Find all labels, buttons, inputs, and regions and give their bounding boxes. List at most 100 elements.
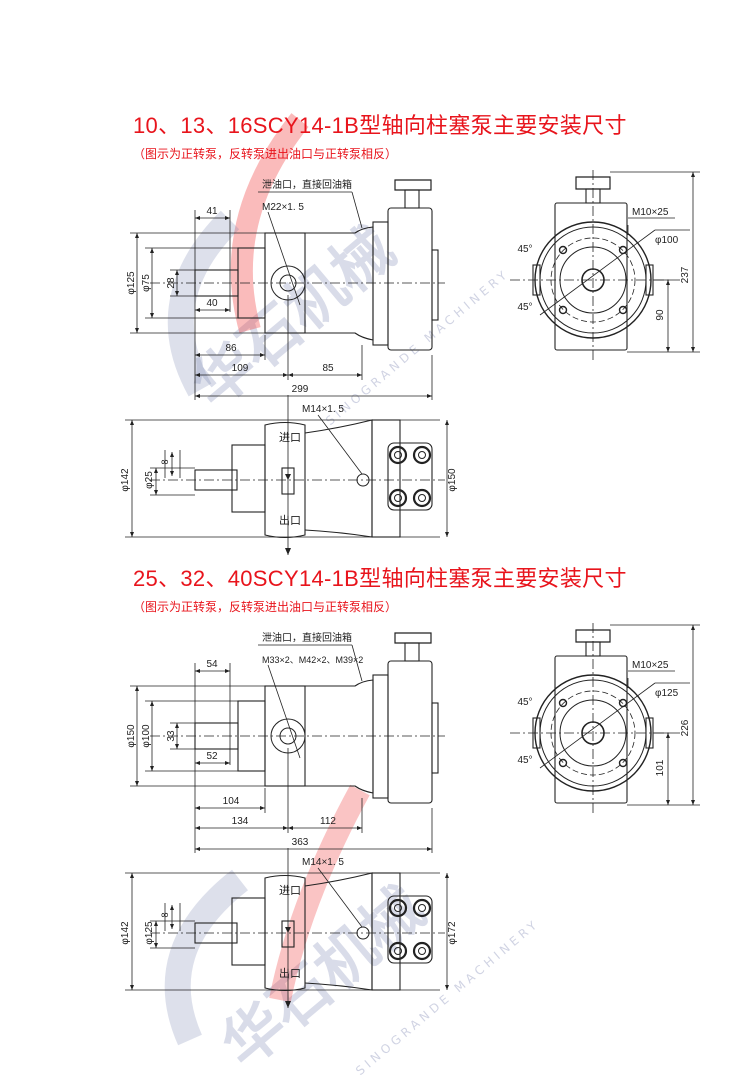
dimension-label: 45° bbox=[517, 302, 532, 313]
section-note: （图示为正转泵，反转泵进出油口与正转泵相反） bbox=[133, 147, 398, 161]
dimension-label: 101 bbox=[655, 759, 666, 776]
dimension-label: M10×25 bbox=[632, 207, 669, 218]
bolt-head-icon bbox=[388, 941, 408, 961]
bolt-head-icon bbox=[418, 947, 426, 955]
valve-block bbox=[387, 442, 433, 511]
dimension-label: 54 bbox=[206, 659, 218, 670]
bolt-head-icon bbox=[412, 941, 432, 961]
dimension-label: φ125 bbox=[655, 688, 679, 699]
bolt-hole-icon bbox=[558, 758, 568, 768]
dimension-label: 85 bbox=[322, 363, 334, 374]
pump-body bbox=[304, 872, 373, 991]
dimension-label: M33×2、M42×2、M39×2 bbox=[262, 655, 363, 665]
bolt-hole-icon bbox=[558, 245, 568, 255]
dimension-label: 45° bbox=[517, 697, 532, 708]
bolt-head-icon bbox=[394, 947, 402, 955]
valve-block bbox=[387, 895, 433, 964]
bolt-head-icon bbox=[412, 488, 432, 508]
pump-body bbox=[305, 679, 374, 794]
dimension-label: 泄油口，直接回油箱 bbox=[262, 631, 352, 644]
bolt-head-icon bbox=[418, 451, 426, 459]
bolt-head-icon bbox=[418, 904, 426, 912]
cover-boss bbox=[431, 249, 439, 321]
dimension-label: 134 bbox=[232, 816, 249, 827]
control-cover bbox=[387, 660, 433, 804]
bolt-head-icon bbox=[388, 445, 408, 465]
dimension-label: 104 bbox=[223, 796, 240, 807]
knob-stem bbox=[404, 189, 420, 209]
dimension-label: φ150 bbox=[126, 724, 137, 748]
bolt-head-icon bbox=[394, 451, 402, 459]
dimension-label: 86 bbox=[225, 343, 237, 354]
dimension-label: 41 bbox=[206, 206, 218, 217]
bolt-head-icon bbox=[412, 898, 432, 918]
dimension-label: M22×1. 5 bbox=[262, 202, 304, 213]
dimension-label: φ172 bbox=[447, 921, 458, 945]
section-title: 10、13、16SCY14-1B型轴向柱塞泵主要安装尺寸 bbox=[133, 113, 627, 138]
dimension-label: 90 bbox=[655, 309, 666, 321]
bolt-head-icon bbox=[388, 488, 408, 508]
dimension-label: 109 bbox=[232, 363, 249, 374]
pump-body bbox=[305, 226, 374, 341]
dimension-label: φ75 bbox=[141, 274, 152, 292]
dimension-label: 28 bbox=[166, 277, 177, 289]
dimension-label: 33 bbox=[166, 730, 177, 742]
flange bbox=[372, 674, 389, 799]
bolt-hole-icon bbox=[558, 305, 568, 315]
bolt-hole-icon bbox=[618, 305, 628, 315]
bolt-hole-icon bbox=[618, 698, 628, 708]
dimension-label: 40 bbox=[206, 298, 218, 309]
pump-body bbox=[304, 419, 373, 538]
end-view: M10×25 φ125 45° 45° 226 101 bbox=[510, 623, 700, 815]
dimension-label: φ100 bbox=[655, 235, 679, 246]
dimension-label: 8 bbox=[160, 912, 170, 917]
dimension-label: φ25 bbox=[144, 471, 155, 489]
dimension-label: 52 bbox=[206, 751, 218, 762]
bolt-head-icon bbox=[394, 494, 402, 502]
dimension-label: 8 bbox=[160, 459, 170, 464]
dimension-label: 进口 bbox=[279, 431, 301, 444]
dimension-label: 299 bbox=[292, 384, 309, 395]
dimension-label: 出口 bbox=[279, 966, 301, 980]
dimension-label: 45° bbox=[517, 755, 532, 766]
knob-icon bbox=[575, 176, 611, 190]
dimension-label: φ142 bbox=[120, 921, 131, 945]
section-title: 25、32、40SCY14-1B型轴向柱塞泵主要安装尺寸 bbox=[133, 566, 627, 591]
bolt-head-icon bbox=[394, 904, 402, 912]
dimension-label: M14×1. 5 bbox=[302, 857, 344, 868]
cover-boss bbox=[431, 702, 439, 774]
dimension-label: 45° bbox=[517, 244, 532, 255]
dimension-label: 237 bbox=[680, 266, 691, 283]
section-small-pump: 10、13、16SCY14-1B型轴向柱塞泵主要安装尺寸 （图示为正转泵，反转泵… bbox=[0, 100, 750, 555]
dimension-label: φ142 bbox=[120, 468, 131, 492]
dimension-label: 112 bbox=[320, 816, 336, 827]
flange bbox=[372, 221, 389, 346]
bolt-head-icon bbox=[412, 445, 432, 465]
bolt-head-icon bbox=[418, 494, 426, 502]
knob-icon bbox=[394, 179, 432, 191]
dimension-label: 出口 bbox=[279, 513, 301, 527]
control-cover bbox=[387, 207, 433, 351]
dimension-label: φ100 bbox=[141, 724, 152, 748]
knob-stem bbox=[404, 642, 420, 662]
dimension-label: 进口 bbox=[279, 884, 301, 897]
end-view: M10×25 φ100 45° 45° 237 90 bbox=[510, 170, 700, 362]
bolt-hole-icon bbox=[618, 758, 628, 768]
knob-icon bbox=[575, 629, 611, 643]
dimension-label: M14×1. 5 bbox=[302, 404, 344, 415]
bolt-head-icon bbox=[388, 898, 408, 918]
dimension-label: M10×25 bbox=[632, 660, 669, 671]
dimension-label: 泄油口，直接回油箱 bbox=[262, 178, 352, 191]
dimension-label: 226 bbox=[680, 719, 691, 736]
bolt-hole-icon bbox=[558, 698, 568, 708]
bolt-hole-icon bbox=[618, 245, 628, 255]
section-note: （图示为正转泵，反转泵进出油口与正转泵相反） bbox=[133, 600, 398, 614]
dimension-label: φ125 bbox=[144, 921, 155, 945]
section-large-pump: 25、32、40SCY14-1B型轴向柱塞泵主要安装尺寸 （图示为正转泵，反转泵… bbox=[0, 553, 750, 1008]
